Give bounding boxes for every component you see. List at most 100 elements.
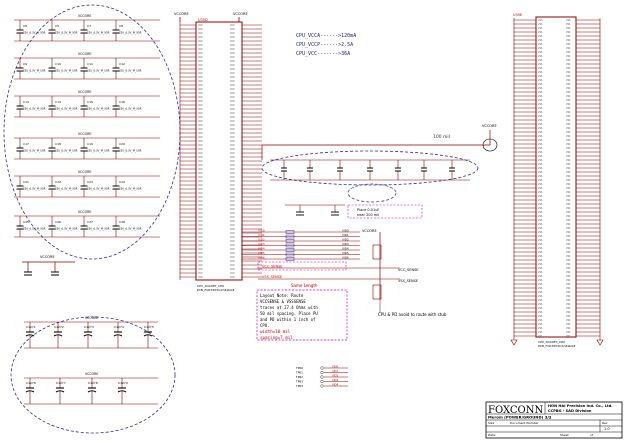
cpu-pin-label-left: VCC [198,152,203,155]
sense-pair-box [257,261,347,271]
gnd-pin-label-left: VSS [538,39,543,42]
rev-label: Rev [602,421,608,425]
gnd-pin-label-left: VSS [538,147,543,150]
cpu-power-symbol: VCCORE VCCORE U35D VCCVCCVCCVCCVCCVCCVCC… [174,12,262,292]
gnd-pin-label-left: VSS [538,127,543,130]
mid-cap-outline [261,150,479,186]
gnd-pin-label-right: VSS [566,115,571,118]
bulk-capacitor-ref: C1272 [54,325,64,329]
gnd-pin-label-left: VSS [538,87,543,90]
cpu-pin-label-left: VCC [198,200,203,203]
ground-icon [510,339,518,346]
cpu-pin-label-right: VCC [230,48,235,51]
gnd-pin-label-right: VSS [566,295,571,298]
gnd-pin-label-left: VSS [538,303,543,306]
sense-resistor-1 [372,244,382,260]
gnd-pin-label-right: VSS [566,203,571,206]
gnd-pin-label-left: VSS [538,311,543,314]
gnd-pin-label-left: VSS [538,263,543,266]
capacitor-ref: C23 [87,180,93,184]
gnd-pin-label-right: VSS [566,243,571,246]
vid-resistor [285,248,295,252]
cpu-pin-label-left: VCC [198,180,203,183]
cpu-power-footer2: PCB_FOX7653C47#ab0# [197,288,235,292]
bulk-capacitor-ref: C1277 [56,381,66,385]
cpu-pin-label-left: VCC [198,28,203,31]
gnd-pin-label-right: VSS [566,143,571,146]
cpu-pin-label-left: VCC [198,168,203,171]
sense-net-2: VSS_SENSE [262,275,282,279]
cpu-power-footer: CPU_SOCKET_CPU [197,284,224,288]
capacitor-value: 22U_6.3V_M_X5R [87,69,110,73]
gnd-pin-label-left: VSS [538,155,543,158]
cpu-pin-label-left: VCC [198,132,203,135]
bulk-capacitor-ref: C1276 [26,381,36,385]
cpu-pin-label-right: VCC [230,88,235,91]
company-logo: FOXCONN [488,405,544,416]
capacitor-value: 22U_6.3V_M_X5R [87,107,110,111]
test-point [320,380,324,384]
gnd-pin-label-left: VSS [538,175,543,178]
capacitor-value: 22U_6.3V_M_X5R [55,149,78,153]
gnd-pin-label-right: VSS [566,71,571,74]
cpu-pin-label-left: VCC [198,156,203,159]
gnd-pin-label-right: VSS [566,311,571,314]
size-label: Size [488,421,494,425]
capacitor-ref: C17 [23,142,29,146]
cpu-pin-label-right: VCC [230,104,235,107]
cap-row-power-label: VCCORE [78,90,91,94]
gnd-pin-label-right: VSS [566,123,571,126]
capacitor-value: 22U_6.3V_M_X5R [55,187,78,191]
vid-net-label: VID4 [258,246,265,250]
capacitor-ref: C14 [55,100,61,104]
cpu-pin-label-right: VCC [230,200,235,203]
vid-net-label: VID6 [258,255,265,259]
test-point [320,384,324,388]
same-length-label: Same Length [291,283,318,288]
vid-resistor [285,257,295,261]
cpu-pin-label-right: VCC [230,36,235,39]
trace-width-marker [482,138,498,152]
gnd-pin-label-left: VSS [538,151,543,154]
cpu-pin-label-left: VCC [198,204,203,207]
bulk-power-label: VCCORE [85,372,98,376]
gnd-pin-label-right: VSS [566,323,571,326]
cpu-pin-label-right: VCC [230,72,235,75]
cpu-pin-label-right: VCC [230,184,235,187]
capacitor-value: 22U_6.3V_M_X5R [55,31,78,35]
capacitor-ref: C27 [87,220,93,224]
cpu-pin-label-left: VCC [198,136,203,139]
gnd-pin-label-right: VSS [566,299,571,302]
cpu-pin-label-right: VCC [230,160,235,163]
vid-pin-label: VID3 [342,242,349,246]
gnd-pin-label-left: VSS [538,203,543,206]
cpu-pin-label-right: VCC [230,60,235,63]
capacitor-ref: C16 [119,100,125,104]
gnd-pin-label-left: VSS [538,271,543,274]
cpu-pin-label-left: VCC [198,164,203,167]
cpu-pin-label-right: VCC [230,208,235,211]
vid-pin-label: VID5 [342,251,349,255]
gnd-pin-label-right: VSS [566,111,571,114]
vccore-label-right: VCCORE [233,12,248,16]
cpu-pin-label-left: VCC [198,60,203,63]
division: CCPBG - SAD Division [548,409,592,413]
gnd-pin-label-right: VSS [566,155,571,158]
gnd-pin-label-right: VSS [566,127,571,130]
cpu-pin-label-left: VCC [198,68,203,71]
cpu-pin-label-left: VCC [198,212,203,215]
cpu-pin-label-right: VCC [230,44,235,47]
gnd-pin-label-left: VSS [538,67,543,70]
sheet-of: of [590,433,594,437]
gnd-pin-label-left: VSS [538,251,543,254]
cpu-pin-label-right: VCC [230,108,235,111]
aux-caps [285,204,345,216]
cap-row-power-label: VCCORE [78,132,91,136]
vid-resistor [285,252,295,257]
vid-net-label: VID5 [258,251,265,255]
gnd-pin-label-right: VSS [566,139,571,142]
standalone-cap-power-label: VCCORE [40,255,55,259]
cpu-pin-label-right: VCC [230,24,235,27]
vid-resistor [285,239,295,243]
gnd-pin-label-left: VSS [538,123,543,126]
